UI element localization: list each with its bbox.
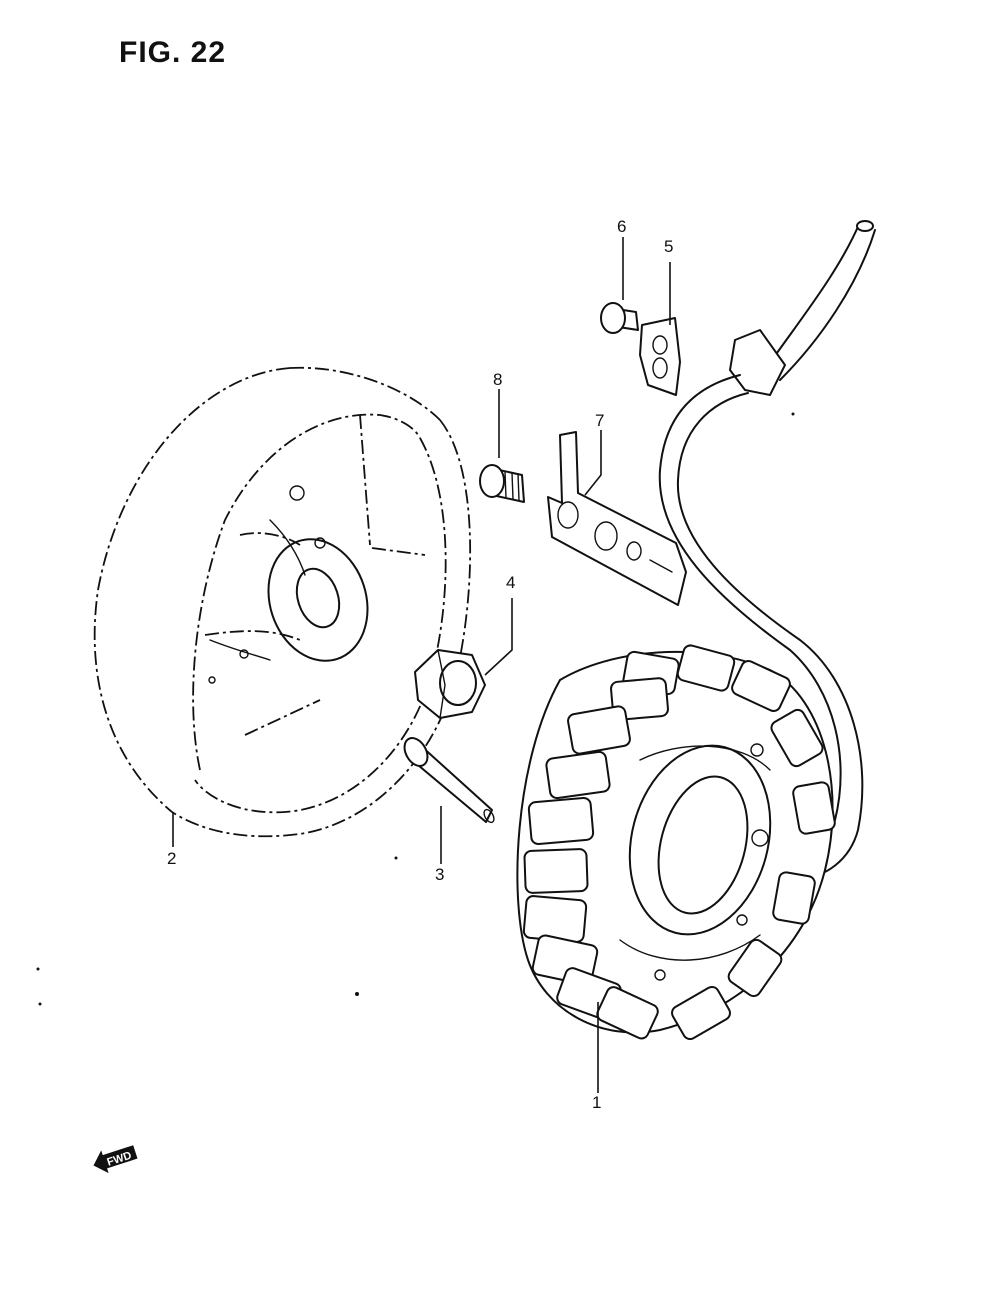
stator-coil [516,644,836,1041]
forward-direction-arrow: FWD [93,1145,138,1174]
mounting-plate [547,431,687,606]
callout-7: 7 [595,411,604,430]
callout-3: 3 [435,865,444,884]
figure-title: FIG. 22 [119,36,227,69]
callout-labels: 1 2 3 4 5 6 7 8 [167,217,673,1112]
screw-small [600,302,639,334]
fwd-label: FWD [106,1150,134,1169]
screw-short [479,464,525,503]
leader-lines [172,237,671,1093]
rotor-nut [414,649,486,719]
callout-2: 2 [167,849,176,868]
flywheel-rotor [93,366,472,838]
scan-specks [36,412,795,1006]
callout-8: 8 [493,370,502,389]
callout-4: 4 [506,573,515,592]
callout-5: 5 [664,237,673,256]
callout-1: 1 [592,1093,601,1112]
bolt-long [403,737,495,824]
wire-clamp [639,317,681,396]
callout-6: 6 [617,217,626,236]
